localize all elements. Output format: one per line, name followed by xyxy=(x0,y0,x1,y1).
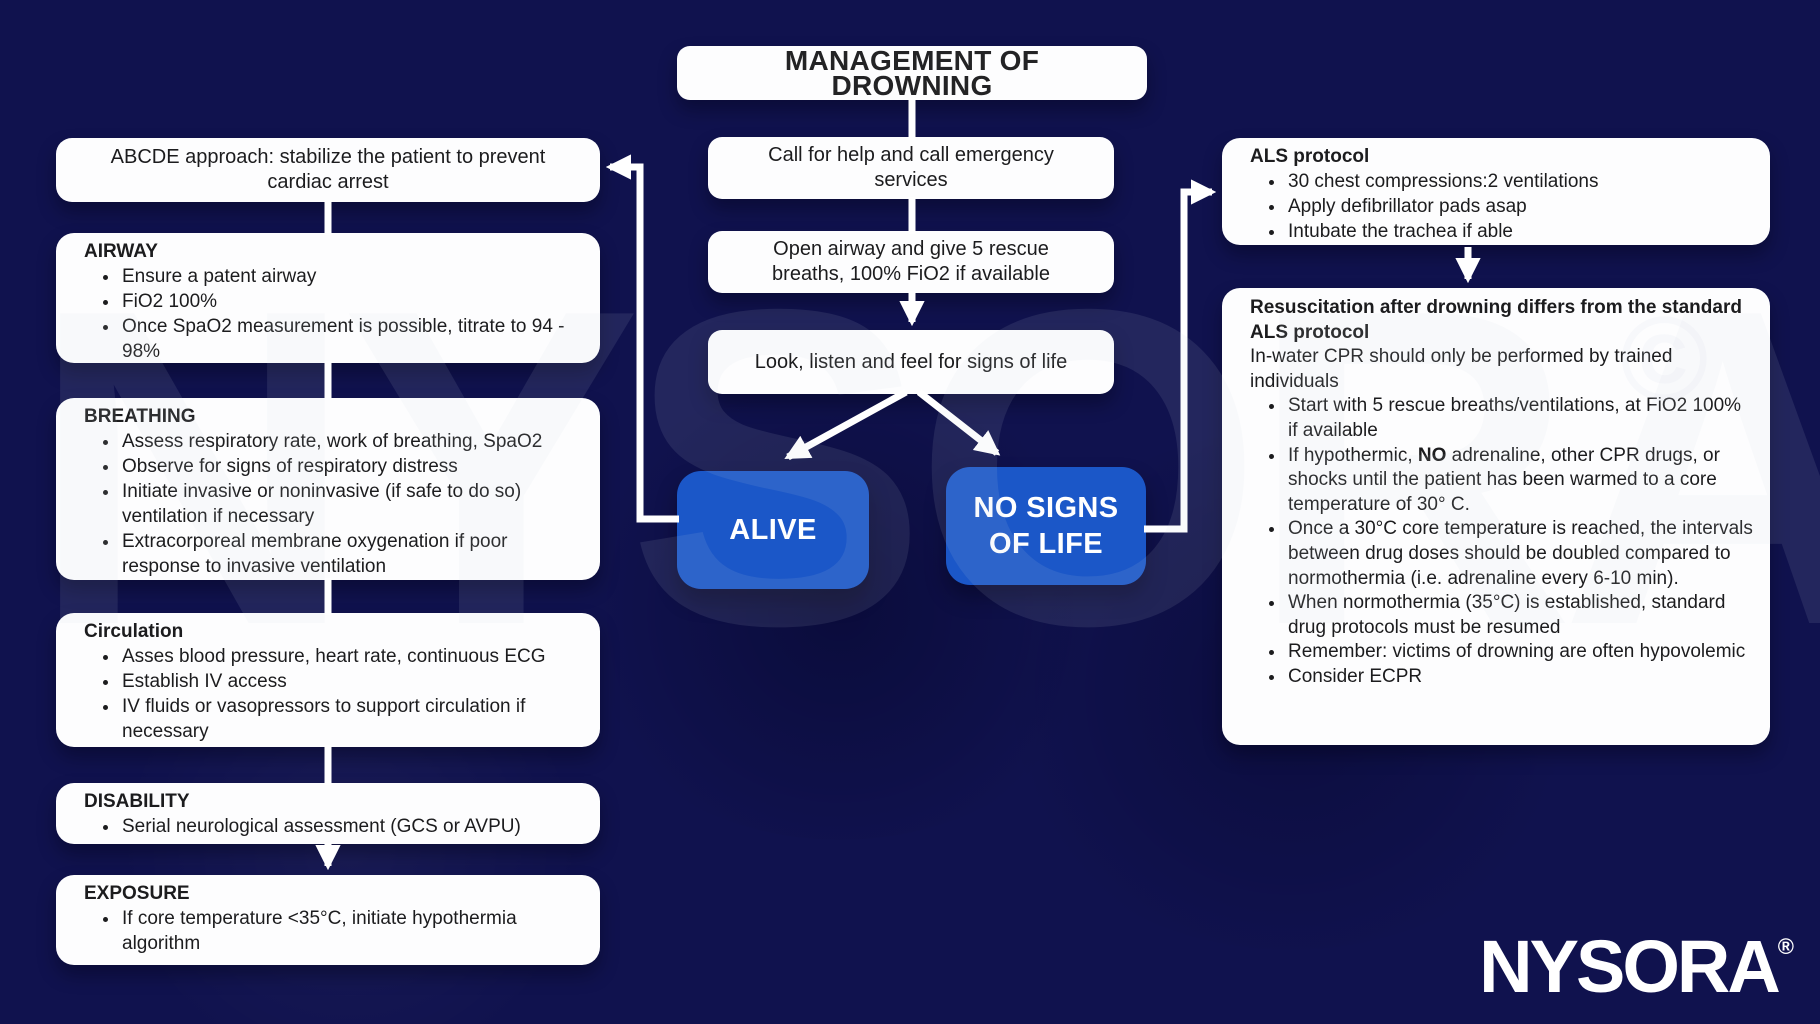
list-item: When normothermia (35°C) is established,… xyxy=(1286,591,1754,640)
list-item: Serial neurological assessment (GCS or A… xyxy=(120,814,584,839)
disability-bullet-list: Serial neurological assessment (GCS or A… xyxy=(84,814,584,839)
hypothermic-pre: If hypothermic, xyxy=(1288,444,1418,466)
no-signs-of-life-outcome-box: NO SIGNS OF LIFE xyxy=(946,467,1146,585)
alive-label: ALIVE xyxy=(729,514,817,546)
connector-look-alive-arrow xyxy=(784,388,908,461)
list-item: Once a 30°C core temperature is reached,… xyxy=(1286,517,1754,591)
nysora-logo-text: NYSORA xyxy=(1479,925,1781,1008)
breathing-bullet-list: Assess respiratory rate, work of breathi… xyxy=(84,429,584,579)
als-bullet-list: 30 chest compressions:2 ventilations App… xyxy=(1250,169,1754,244)
list-item: If core temperature <35°C, initiate hypo… xyxy=(120,906,584,956)
call-for-help-text: Call for help and call emergency service… xyxy=(768,144,1054,191)
list-item: Start with 5 rescue breaths/ventilations… xyxy=(1286,394,1754,443)
list-item: IV fluids or vasopressors to support cir… xyxy=(120,694,584,744)
list-item: FiO2 100% xyxy=(120,289,584,314)
connector-alive-abcde-arrow xyxy=(605,154,679,523)
resuscitation-bullet-list: Start with 5 rescue breaths/ventilations… xyxy=(1250,394,1754,689)
list-item: Consider ECPR xyxy=(1286,665,1754,690)
list-item: Once SpaO2 measurement is possible, titr… xyxy=(120,314,584,364)
circulation-box: Circulation Asses blood pressure, heart … xyxy=(56,613,600,747)
list-item: Apply defibrillator pads asap xyxy=(1286,194,1754,219)
list-item: Establish IV access xyxy=(120,669,584,694)
als-protocol-box: ALS protocol 30 chest compressions:2 ven… xyxy=(1222,138,1770,245)
look-listen-feel-box: Look, listen and feel for signs of life xyxy=(708,330,1114,394)
connector-look-nosigns-arrow xyxy=(916,389,1001,456)
airway-box: AIRWAY Ensure a patent airway FiO2 100% … xyxy=(56,233,600,363)
list-item: Asses blood pressure, heart rate, contin… xyxy=(120,644,584,669)
exposure-header: EXPOSURE xyxy=(84,883,190,904)
connector-nosigns-als-arrow xyxy=(1144,179,1217,533)
hypothermic-post: adrenaline, other CPR drugs, or shocks u… xyxy=(1288,444,1720,515)
look-listen-feel-text: Look, listen and feel for signs of life xyxy=(754,350,1068,373)
list-item: Extracorporeal membrane oxygenation if p… xyxy=(120,529,584,579)
open-airway-text: Open airway and give 5 rescue breaths, 1… xyxy=(772,238,1050,285)
breathing-box: BREATHING Assess respiratory rate, work … xyxy=(56,398,600,580)
list-item: Initiate invasive or noninvasive (if saf… xyxy=(120,479,584,529)
list-item: Observe for signs of respiratory distres… xyxy=(120,454,584,479)
title-box: MANAGEMENT OF DROWNING xyxy=(677,46,1147,100)
nysora-logo: NYSORA® xyxy=(1479,930,1794,1004)
abcde-approach-box: ABCDE approach: stabilize the patient to… xyxy=(56,138,600,202)
abcde-approach-text: ABCDE approach: stabilize the patient to… xyxy=(110,146,546,193)
circulation-header: Circulation xyxy=(84,621,184,642)
open-airway-box: Open airway and give 5 rescue breaths, 1… xyxy=(708,231,1114,293)
background-swirl xyxy=(560,380,1120,840)
exposure-bullet-list: If core temperature <35°C, initiate hypo… xyxy=(84,906,584,956)
exposure-box: EXPOSURE If core temperature <35°C, init… xyxy=(56,875,600,965)
resuscitation-differences-box: Resuscitation after drowning differs fro… xyxy=(1222,288,1770,745)
list-item: Assess respiratory rate, work of breathi… xyxy=(120,429,584,454)
disability-box: DISABILITY Serial neurological assessmen… xyxy=(56,783,600,844)
list-item: Intubate the trachea if able xyxy=(1286,219,1754,244)
list-item: If hypothermic, NO adrenaline, other CPR… xyxy=(1286,444,1754,518)
airway-bullet-list: Ensure a patent airway FiO2 100% Once Sp… xyxy=(84,264,584,364)
call-for-help-box: Call for help and call emergency service… xyxy=(708,137,1114,199)
registered-trademark-icon: ® xyxy=(1777,934,1794,959)
no-signs-of-life-label: NO SIGNS OF LIFE xyxy=(973,492,1119,560)
page-title: MANAGEMENT OF DROWNING xyxy=(784,45,1040,101)
hypothermic-no-emphasis: NO xyxy=(1417,444,1447,466)
list-item: Ensure a patent airway xyxy=(120,264,584,289)
disability-header: DISABILITY xyxy=(84,791,190,812)
list-item: 30 chest compressions:2 ventilations xyxy=(1286,169,1754,194)
alive-outcome-box: ALIVE xyxy=(677,471,869,589)
in-water-cpr-note: In-water CPR should only be performed by… xyxy=(1250,346,1673,392)
resuscitation-header: Resuscitation after drowning differs fro… xyxy=(1250,297,1742,343)
airway-header: AIRWAY xyxy=(84,241,158,262)
breathing-header: BREATHING xyxy=(84,406,196,427)
circulation-bullet-list: Asses blood pressure, heart rate, contin… xyxy=(84,644,584,744)
list-item: Remember: victims of drowning are often … xyxy=(1286,640,1754,665)
als-protocol-header: ALS protocol xyxy=(1250,146,1370,167)
